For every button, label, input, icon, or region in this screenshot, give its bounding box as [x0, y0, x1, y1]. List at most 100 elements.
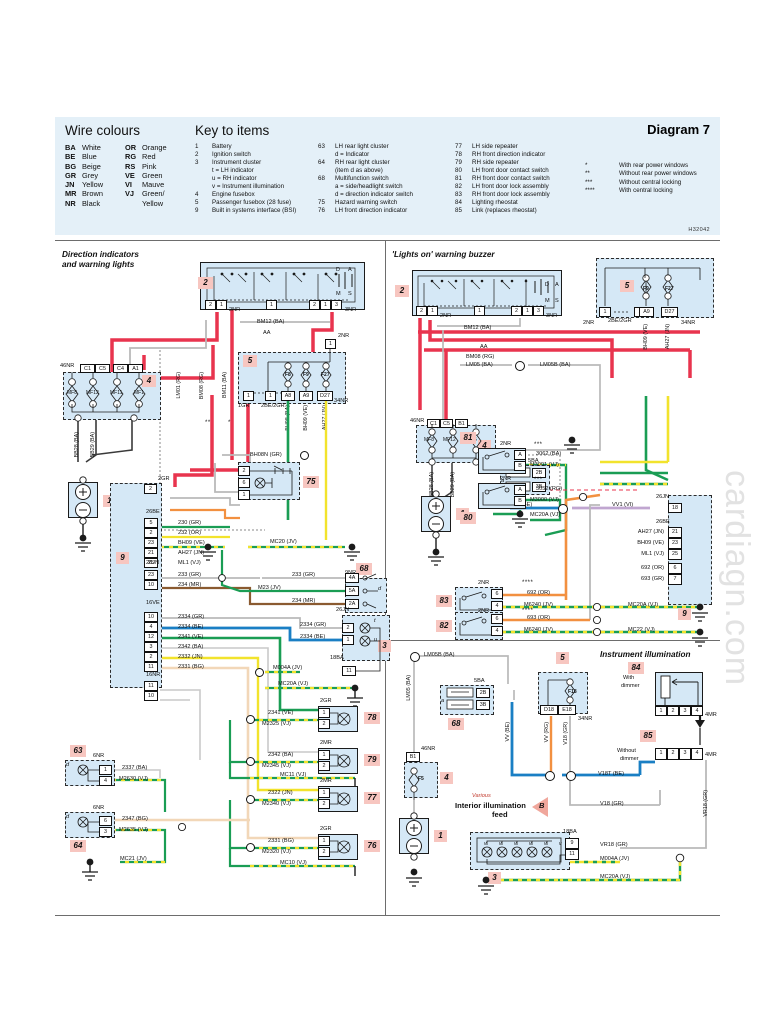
sw81-pin-a: A	[514, 450, 526, 460]
cluster-lamp-mark: v	[529, 841, 532, 847]
ignition-pin-1b: 1	[320, 300, 331, 310]
rear64-conn: 6NR	[93, 805, 105, 811]
star-note-row: ***Without central locking	[585, 179, 697, 187]
p2-fusebox4-pin-c1: C1	[427, 419, 440, 428]
indicator-lamp-wire-feed: 2342 (BA)	[268, 752, 294, 758]
p3-fuse4-name: F5	[418, 776, 424, 782]
p3-sw68-conn: 5BA	[474, 678, 485, 684]
fusebox5-conn-34nr: 34NR	[334, 398, 349, 404]
ign2-conn-2nr: 2NR	[440, 313, 452, 319]
key-item-text: Hazard warning switch	[335, 199, 398, 207]
key-item-row: u = RH indicator	[195, 175, 296, 183]
wire-colour-code: GR	[65, 170, 77, 180]
rheostat84-pin-1: 1	[655, 706, 667, 716]
cluster3-wire-m004a: M004A (JV)	[273, 665, 303, 671]
key-item-text: (item d as above)	[335, 167, 383, 175]
p2-fusebox5-pin-a9: A9	[639, 307, 654, 317]
bsi-g4-pin-11: 11	[144, 681, 158, 691]
fusebox4-conn-46nr: 46NR	[60, 363, 75, 369]
p2-bsi-wire-label: 692 (OR)	[640, 565, 664, 571]
indicator-lamp-wire-gnd: M2340 (VJ)	[262, 801, 291, 807]
hazard-pin-2: 2	[238, 466, 250, 476]
sw68-pin-4a: 4A	[345, 573, 359, 583]
key-item-number: 63	[318, 143, 325, 150]
page-top-rule	[55, 240, 720, 241]
fuse-f8-label: F8	[285, 372, 291, 378]
fusebox5-left-pin2: 1	[265, 391, 276, 401]
key-item-text: Instrument cluster	[212, 159, 262, 167]
star-marker-single: *	[228, 420, 231, 426]
bus-label-bm12: BM12 (BA)	[257, 319, 285, 325]
cluster3-conn-18ba: 18BA	[330, 655, 344, 661]
item-number-2-panel2: 2	[395, 285, 409, 297]
item-number-81: 81	[460, 432, 476, 444]
bsi-pin: 11	[144, 662, 158, 672]
p2-sw68-conn: 5BA	[528, 458, 539, 464]
ignition-mark-a: A	[348, 267, 352, 273]
key-item-text: LH side repeater	[472, 143, 518, 150]
p3-cluster-pin-9: 9	[565, 838, 579, 849]
item-number-85: 85	[640, 730, 656, 742]
wire-colour-code: BE	[65, 152, 76, 162]
wire-mc20: MC20 (JV)	[270, 539, 297, 545]
key-item-row: (item d as above)	[318, 167, 413, 175]
p3-m004a-label: M004A (JV)	[600, 856, 630, 862]
indicator-lamp-item-number: 79	[364, 754, 380, 766]
key-item-number: 5	[195, 199, 199, 207]
indicator-lamp-junction	[246, 757, 255, 766]
ignition-mark-d: D	[336, 267, 341, 273]
ign2-pin-3b: 3	[533, 306, 544, 316]
bsi-wire-label: 232 (OR)	[178, 530, 202, 536]
p2-fuse-f27: F27	[665, 286, 674, 292]
rear63-wire-2337: 2337 (BA)	[122, 765, 148, 771]
key-item-number: 9	[195, 207, 199, 215]
sw80-gnd-label: MC20A (VJ)	[530, 512, 561, 518]
key-item-row: t = LH indicator	[195, 167, 296, 175]
indicator-lamp-conn: 2MR	[320, 740, 332, 746]
key-item-row: a = side/headlight switch	[318, 183, 413, 191]
bsi-group3-conn: 16VE	[146, 600, 160, 606]
rheostat84-conn: 4MR	[705, 712, 717, 718]
rear63-pin-1: 1	[99, 765, 112, 775]
lm05b-junction	[410, 652, 420, 662]
fusebox5-pin-a8: A8	[281, 391, 295, 401]
p2-bsi-wire-label: 693 (GR)	[640, 576, 664, 582]
p3-cluster-pin-11: 11	[565, 849, 579, 860]
wire-colour-name: Black	[82, 198, 101, 208]
wire-colour-code: RG	[125, 152, 137, 162]
p3-fusebox5-pin-e18: E18	[558, 705, 576, 715]
bsi-wire-label: 2331 (BG)	[178, 664, 204, 670]
wire-colour-code: RS	[125, 161, 136, 171]
rear64-pin-6: 6	[99, 816, 112, 826]
wire-colour-code: VI	[125, 180, 132, 190]
star-note-text: Without central locking	[619, 178, 682, 186]
indicator-lamp-conn: 2MR	[320, 778, 332, 784]
star-note-symbol: ****	[585, 187, 595, 195]
ignition-pin-mid: 1	[266, 300, 277, 310]
indicator-lamp-wire-gnd: M2325 (VJ)	[262, 721, 291, 727]
star-note-symbol: **	[585, 170, 590, 178]
star-note-row: *With rear power windows	[585, 162, 697, 170]
panel-divider-vertical	[385, 240, 386, 915]
key-item-text: LH front direction indicator	[335, 207, 408, 215]
key-item-text: Link (replaces rheostat)	[472, 207, 537, 215]
key-item-number: 68	[318, 175, 325, 183]
wire-colour-name: Blue	[82, 152, 97, 162]
fusebox5-top-conn: 2NR	[338, 333, 350, 339]
key-item-number: 2	[195, 151, 199, 159]
key-item-number: 64	[318, 159, 325, 167]
